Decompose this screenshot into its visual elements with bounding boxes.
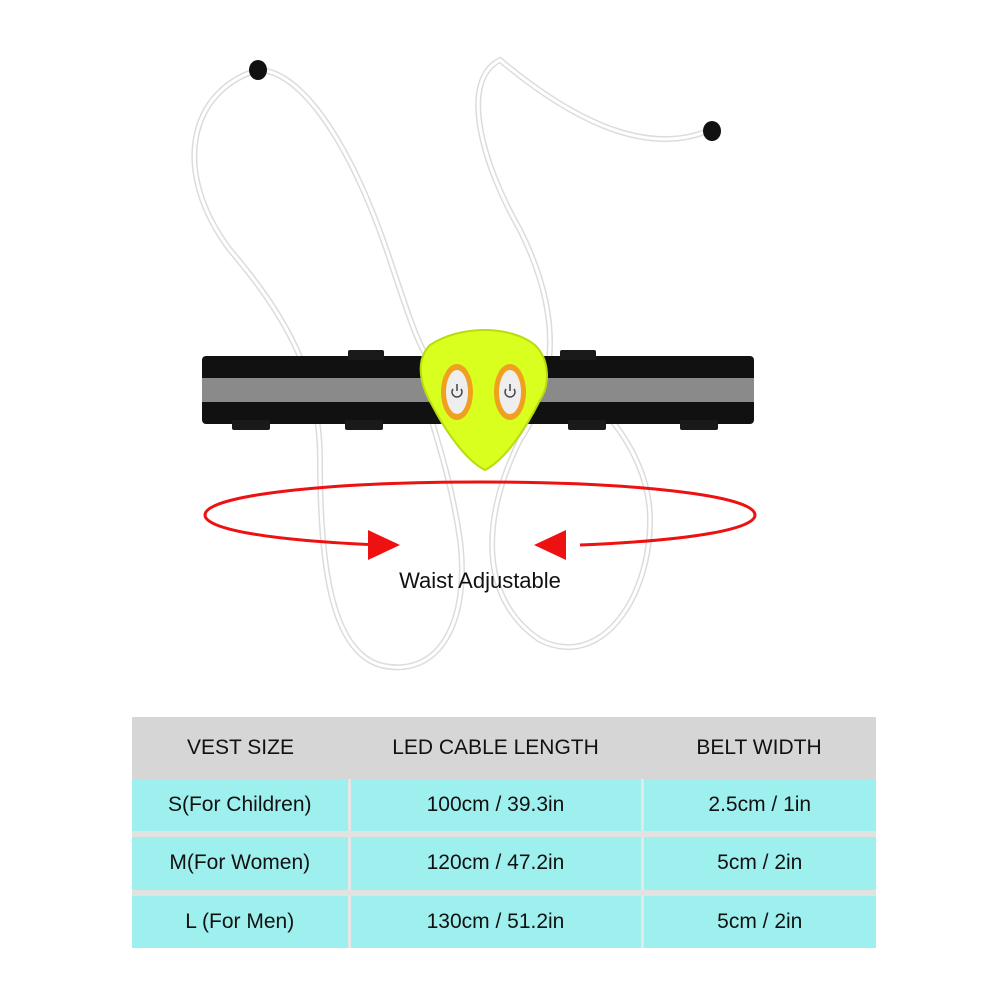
belt-width-cell: 2.5cm / 1in <box>640 779 876 838</box>
cable-length-cell: 120cm / 47.2in <box>347 834 642 896</box>
product-image <box>191 56 757 671</box>
table-row: M(For Women) 120cm / 47.2in 5cm / 2in <box>132 834 876 896</box>
header-led-cable-length: LED CABLE LENGTH <box>349 717 642 779</box>
cable-length-cell: 100cm / 39.3in <box>347 779 642 838</box>
belt-width-cell: 5cm / 2in <box>640 892 876 948</box>
header-belt-width: BELT WIDTH <box>642 717 876 779</box>
header-vest-size: VEST SIZE <box>132 717 349 779</box>
belt-width-cell: 5cm / 2in <box>640 834 876 896</box>
cable-end-cap <box>249 60 267 80</box>
vest-size-cell: L (For Men) <box>185 909 295 933</box>
led-cable <box>191 56 713 671</box>
adjust-arrow <box>203 480 757 560</box>
cable-end-cap <box>703 121 721 141</box>
power-icon <box>451 384 463 398</box>
table-row: L (For Men) 130cm / 51.2in 5cm / 2in <box>132 892 876 948</box>
vest-size-cell: S(For Children) <box>132 779 349 838</box>
led-controller <box>419 329 548 472</box>
table-header-row: VEST SIZE LED CABLE LENGTH BELT WIDTH <box>132 717 876 779</box>
waist-adjustable-caption: Waist Adjustable <box>399 568 561 593</box>
table-row: S(For Children) 100cm / 39.3in 2.5cm / 1… <box>132 779 876 838</box>
size-table: VEST SIZE LED CABLE LENGTH BELT WIDTH S(… <box>132 717 876 948</box>
vest-size-cell: M(For Women) <box>132 834 349 896</box>
cable-length-cell: 130cm / 51.2in <box>347 892 642 948</box>
power-icon <box>504 384 516 398</box>
